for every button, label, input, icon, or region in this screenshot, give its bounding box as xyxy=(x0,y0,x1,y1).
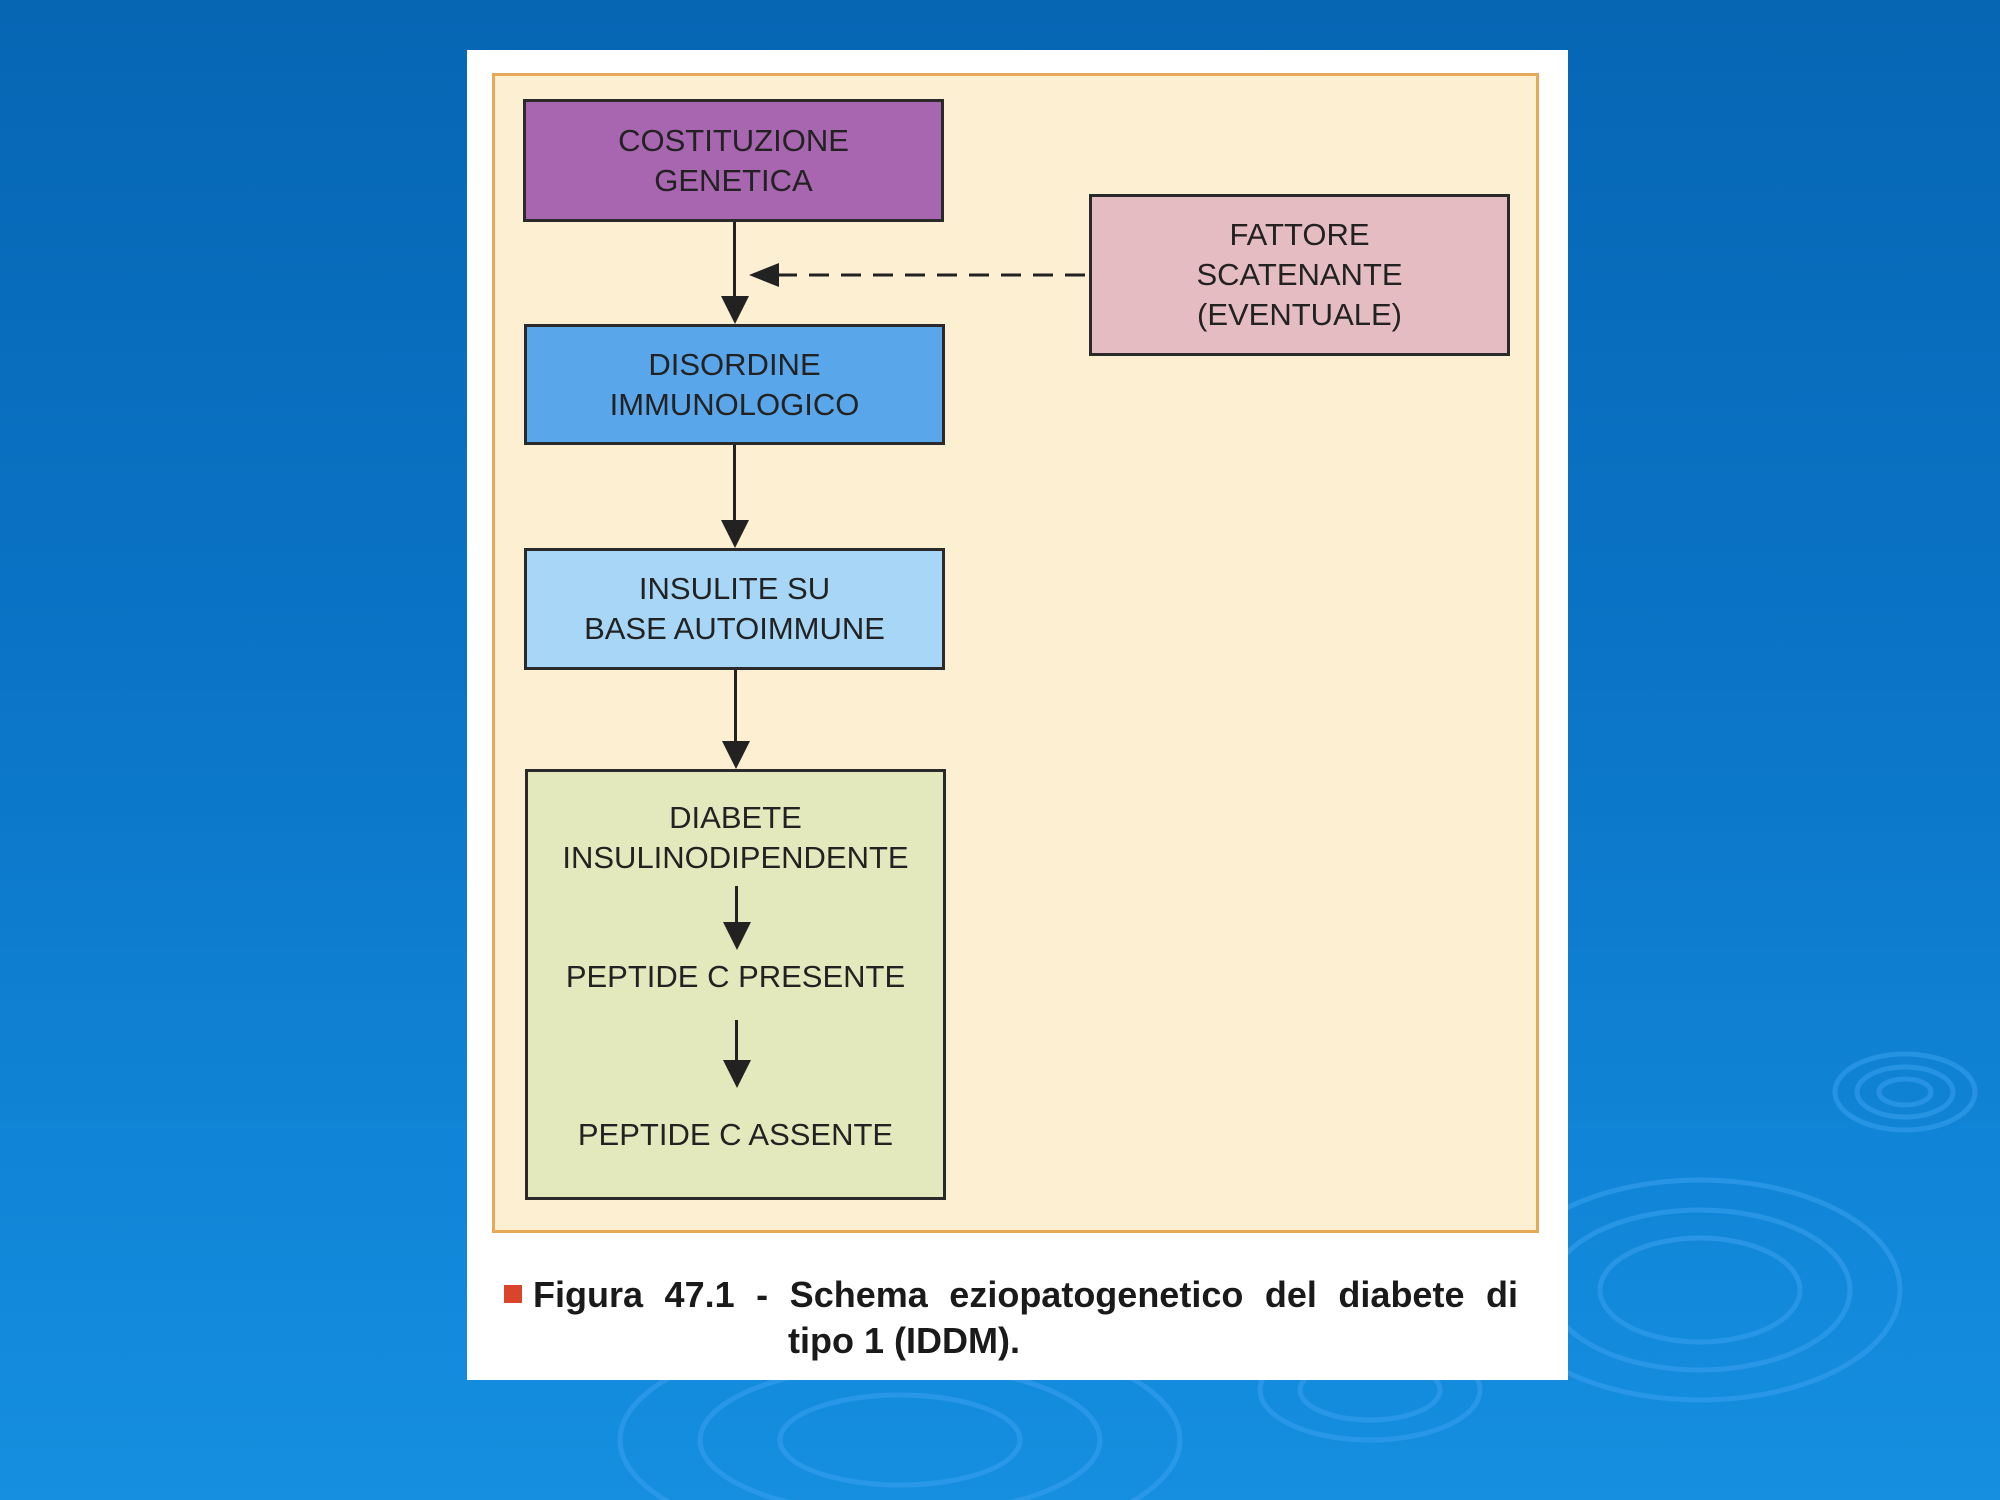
box-text: FATTORE xyxy=(1229,217,1370,252)
box-text: BASE AUTOIMMUNE xyxy=(584,611,885,646)
arrow-head xyxy=(721,296,749,324)
arrow-head xyxy=(721,520,749,548)
box-diabete: DIABETE INSULINODIPENDENTE PEPTIDE C PRE… xyxy=(525,769,946,1200)
box-text: SCATENANTE xyxy=(1196,257,1403,292)
box-text: (EVENTUALE) xyxy=(1197,297,1402,332)
box-text: GENETICA xyxy=(654,162,813,198)
box-text: INSULINODIPENDENTE xyxy=(562,840,909,875)
arrow-head xyxy=(723,1060,751,1088)
box-costituzione-genetica: COSTITUZIONE GENETICA xyxy=(523,99,944,222)
bullet-square-icon xyxy=(504,1285,522,1303)
arrow-head xyxy=(722,741,750,769)
arrow-head xyxy=(723,922,751,950)
box-text: PEPTIDE C ASSENTE xyxy=(577,1117,894,1152)
arrow-line xyxy=(733,222,736,297)
caption-line-1: Figura 47.1 - Schema eziopatogenetico de… xyxy=(533,1274,1518,1315)
caption-line-2: tipo 1 (IDDM). xyxy=(788,1320,1020,1361)
box-disordine-immunologico: DISORDINE IMMUNOLOGICO xyxy=(524,324,945,445)
arrow-line xyxy=(733,445,736,521)
figure-caption: Figura 47.1 - Schema eziopatogenetico de… xyxy=(504,1272,1518,1364)
arrow-line xyxy=(735,886,738,926)
arrow-line xyxy=(734,670,737,742)
box-insulite: INSULITE SU BASE AUTOIMMUNE xyxy=(524,548,945,670)
box-text: DISORDINE xyxy=(648,346,821,382)
arrow-line xyxy=(735,1020,738,1064)
box-text: PEPTIDE C PRESENTE xyxy=(565,959,906,994)
box-text: COSTITUZIONE xyxy=(618,122,849,158)
figure-panel: COSTITUZIONE GENETICA FATTORE SCATENANTE… xyxy=(467,50,1568,1380)
box-fattore-scatenante: FATTORE SCATENANTE (EVENTUALE) xyxy=(1089,194,1510,356)
dashed-arrow xyxy=(749,263,1090,287)
box-text: IMMUNOLOGICO xyxy=(609,386,860,422)
box-text: DIABETE xyxy=(669,800,802,835)
box-text: INSULITE SU xyxy=(638,571,831,606)
